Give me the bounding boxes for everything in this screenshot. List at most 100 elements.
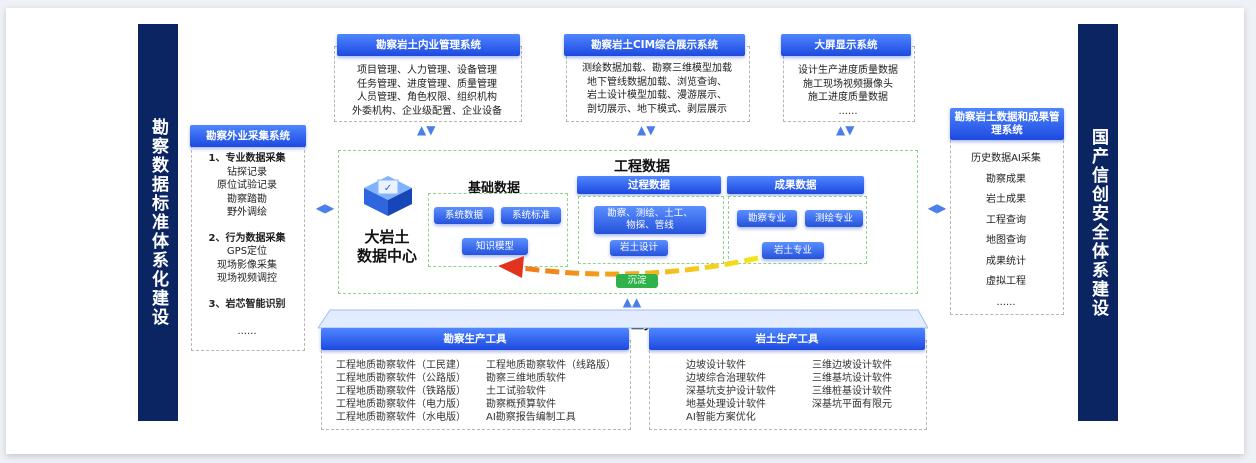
cim-line: 测绘数据加载、勘察三维模型加载 bbox=[582, 63, 732, 74]
geo-tools-panel bbox=[649, 340, 927, 430]
result-item: 成果统计 bbox=[986, 255, 1026, 267]
cim-system-lines: 测绘数据加载、勘察三维模型加载 地下管线数据加载、浏览查询、 岩土设计模型加载、… bbox=[566, 62, 748, 116]
survey-tool: 工程地质勘察软件（铁路版） bbox=[336, 386, 466, 397]
screen-system-lines: 设计生产进度质量数据 施工现场视频摄像头 施工进度质量数据 ...... bbox=[783, 64, 913, 118]
screen-line: ...... bbox=[838, 105, 858, 117]
geo-tool: 深基坑平面有限元 bbox=[812, 399, 892, 410]
chip-system-data: 系统数据 bbox=[434, 207, 494, 224]
geo-tool: 三维桩基设计软件 bbox=[812, 386, 892, 397]
survey-tools-col1: 工程地质勘察软件（工民建） 工程地质勘察软件（公路版） 工程地质勘察软件（铁路版… bbox=[336, 359, 466, 424]
screen-line: 施工进度质量数据 bbox=[808, 92, 888, 103]
chip-survey-major: 勘察专业 bbox=[737, 210, 797, 227]
survey-tool: 工程地质勘察软件（水电版） bbox=[336, 412, 466, 423]
geo-tool: AI智能方案优化 bbox=[686, 412, 756, 423]
cim-system-panel bbox=[566, 46, 750, 122]
chip-geo-major: 岩土专业 bbox=[762, 242, 824, 259]
up-down-arrow-icon: ▲▼ bbox=[836, 123, 855, 137]
field-section-heading: 3、岩芯智能识别 bbox=[208, 298, 286, 310]
survey-tool: AI勘察报告编制工具 bbox=[486, 412, 576, 423]
geo-tool: 三维基坑设计软件 bbox=[812, 373, 892, 384]
svg-text:✓: ✓ bbox=[384, 183, 392, 194]
chip-mapping-major: 测绘专业 bbox=[805, 210, 863, 227]
basic-data-title: 基础数据 bbox=[468, 181, 521, 196]
internal-system-title: 勘察岩土内业管理系统 bbox=[337, 34, 520, 56]
chip-knowledge-model: 知识模型 bbox=[462, 238, 528, 255]
field-item: 野外调绘 bbox=[227, 207, 267, 218]
internal-line: 人员管理、角色权限、组织机构 bbox=[357, 92, 497, 103]
process-data-title: 过程数据 bbox=[577, 176, 721, 194]
field-item: GPS定位 bbox=[226, 246, 268, 257]
result-item: 历史数据AI采集 bbox=[971, 153, 1041, 164]
result-item: 地图查询 bbox=[986, 235, 1026, 246]
screen-line: 设计生产进度质量数据 bbox=[798, 65, 898, 76]
survey-tool: 工程地质勘察软件（电力版） bbox=[336, 399, 466, 410]
survey-tool: 工程地质勘察软件（工民建） bbox=[336, 360, 466, 371]
data-center-icon: ✓ bbox=[364, 176, 412, 216]
internal-line: 任务管理、进度管理、质量管理 bbox=[357, 78, 497, 90]
internal-line: 外委机构、企业级配置、企业设备 bbox=[352, 105, 502, 117]
geo-tools-title: 岩土生产工具 bbox=[649, 328, 925, 350]
cim-line: 剖切展示、地下模式、剥层展示 bbox=[587, 103, 727, 115]
settle-flow-arrow bbox=[498, 255, 759, 278]
result-item: 工程查询 bbox=[986, 214, 1026, 226]
survey-tool: 勘察概预算软件 bbox=[486, 399, 556, 410]
geo-tools-col1: 边坡设计软件 边坡综合治理软件 深基坑支护设计软件 地基处理设计软件 AI智能方… bbox=[686, 359, 776, 424]
screen-system-panel bbox=[783, 46, 915, 122]
field-system-title: 勘察外业采集系统 bbox=[190, 125, 306, 147]
production-roof bbox=[318, 309, 928, 329]
field-item: 现场影像采集 bbox=[217, 259, 277, 271]
up-down-arrow-icon: ▲▼ bbox=[637, 123, 656, 137]
survey-tool: 工程地质勘察软件（线路版） bbox=[486, 360, 616, 371]
result-data-title: 成果数据 bbox=[727, 176, 864, 194]
cim-system-title: 勘察岩土CIM综合展示系统 bbox=[564, 34, 745, 56]
geo-tool: 边坡综合治理软件 bbox=[686, 373, 766, 384]
survey-tools-title: 勘察生产工具 bbox=[321, 328, 629, 350]
chip-system-standard: 系统标准 bbox=[501, 207, 561, 224]
result-system-list: 历史数据AI采集 勘察成果 岩土成果 工程查询 地图查询 成果统计 虚拟工程 .… bbox=[950, 149, 1062, 313]
field-item: 勘察踏勘 bbox=[227, 193, 267, 205]
screen-system-title: 大屏显示系统 bbox=[781, 34, 911, 56]
right-pillar: 国产信创安全体系建设 bbox=[1078, 24, 1118, 421]
geo-tool: 深基坑支护设计软件 bbox=[686, 386, 776, 397]
cim-line: 地下管线数据加载、浏览查询、 bbox=[587, 76, 727, 88]
chip-geo-design: 岩土设计 bbox=[610, 240, 668, 256]
screen-line: 施工现场视频摄像头 bbox=[803, 78, 893, 90]
left-pillar-text: 勘察数据标准体系化建设 bbox=[148, 118, 168, 327]
up-down-arrow-icon: ▲▲ bbox=[622, 295, 642, 309]
geo-tool: 地基处理设计软件 bbox=[686, 399, 766, 410]
chip-survey-mapping: 勘察、测绘、土工、 物探、管线 bbox=[594, 206, 706, 234]
field-system-list: 1、专业数据采集 钻探记录 原位试验记录 勘察踏勘 野外调绘 2、行为数据采集 … bbox=[191, 152, 303, 339]
internal-system-lines: 项目管理、人力管理、设备管理 任务管理、进度管理、质量管理 人员管理、角色权限、… bbox=[334, 64, 520, 118]
result-item: 虚拟工程 bbox=[986, 276, 1026, 287]
engineering-data-title: 工程数据 bbox=[614, 159, 670, 175]
up-down-arrow-icon: ▲▼ bbox=[417, 123, 436, 137]
result-item: 岩土成果 bbox=[986, 194, 1026, 205]
field-item: 钻探记录 bbox=[227, 166, 267, 178]
result-item: 勘察成果 bbox=[986, 173, 1026, 185]
field-item: 原位试验记录 bbox=[217, 180, 277, 191]
field-section-heading: 2、行为数据采集 bbox=[208, 232, 286, 244]
survey-tools-col2: 工程地质勘察软件（线路版） 勘察三维地质软件 土工试验软件 勘察概预算软件 AI… bbox=[486, 359, 616, 424]
result-system-panel bbox=[950, 125, 1064, 315]
internal-system-panel bbox=[334, 46, 522, 122]
geo-tools-col2: 三维边坡设计软件 三维基坑设计软件 三维桩基设计软件 深基坑平面有限元 bbox=[812, 359, 892, 411]
result-system-title: 勘察岩土数据和成果管理系统 bbox=[950, 108, 1064, 140]
geo-tool: 边坡设计软件 bbox=[686, 360, 746, 371]
settle-label: 沉淀 bbox=[616, 274, 658, 288]
right-pillar-text: 国产信创安全体系建设 bbox=[1088, 127, 1108, 318]
data-center-title: 大岩土 数据中心 bbox=[356, 228, 417, 265]
left-right-arrow-icon: ◀▶ bbox=[315, 201, 335, 215]
field-section-heading: 1、专业数据采集 bbox=[208, 153, 286, 164]
field-item: 现场视频调控 bbox=[217, 273, 277, 284]
cim-line: 岩土设计模型加载、漫游展示、 bbox=[587, 90, 727, 101]
survey-tool: 勘察三维地质软件 bbox=[486, 373, 566, 384]
internal-line: 项目管理、人力管理、设备管理 bbox=[357, 65, 497, 76]
survey-tool: 土工试验软件 bbox=[486, 386, 546, 397]
survey-tools-panel bbox=[321, 340, 631, 430]
field-more: ...... bbox=[237, 326, 257, 337]
survey-tool: 工程地质勘察软件（公路版） bbox=[336, 373, 466, 384]
left-pillar: 勘察数据标准体系化建设 bbox=[138, 24, 178, 421]
left-right-arrow-icon: ◀▶ bbox=[927, 201, 947, 215]
geo-tool: 三维边坡设计软件 bbox=[812, 360, 892, 371]
result-item: ...... bbox=[996, 296, 1016, 308]
